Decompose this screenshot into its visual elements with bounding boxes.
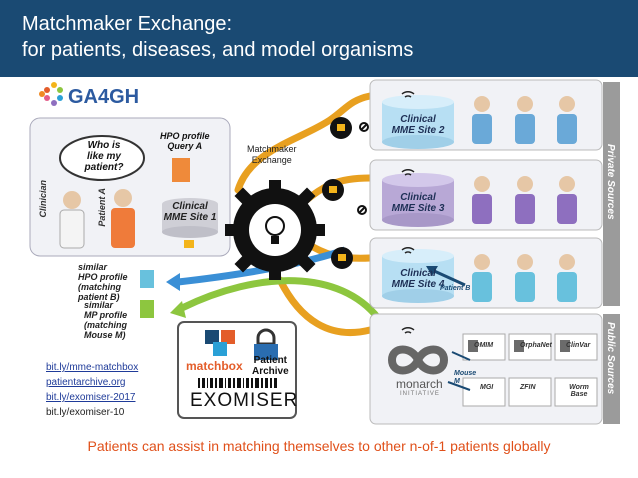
small-gear-icons — [322, 117, 353, 269]
omim-label: OMIM — [474, 342, 494, 349]
exomiser-label: EXOMISER — [190, 390, 299, 411]
blocked-icons — [357, 122, 369, 215]
link-patientarchive[interactable]: patientarchive.org — [46, 377, 126, 388]
zfin-label: ZFIN — [520, 384, 536, 391]
zfin-box — [508, 377, 552, 407]
patient-archive-lock-icon — [254, 328, 278, 360]
arrow-to-public — [276, 276, 374, 337]
barcode-icon — [198, 378, 277, 388]
monarch-subtitle: INITIATIVE — [400, 391, 440, 397]
clinician-avatar — [63, 191, 81, 209]
wormbase-label: Worm Base — [569, 384, 589, 398]
orphanet-label: OrphaNet — [520, 342, 552, 349]
patient-b-label: Patient B — [440, 285, 471, 292]
matchmaker-diagram — [29, 79, 603, 425]
mgi-label: MGI — [480, 384, 494, 391]
arrow-to-site-2 — [234, 92, 374, 194]
hub-gear-icon — [225, 180, 325, 280]
ga4gh-logo-icon — [39, 82, 63, 106]
matchbox-logo-icon — [205, 330, 235, 356]
ga4gh-logo-text: GA4GH — [68, 86, 140, 108]
hpo-document-icon — [140, 270, 154, 288]
patient-figures — [472, 96, 577, 302]
document-icon — [172, 158, 190, 182]
clinvar-label: ClinVar — [566, 342, 591, 349]
footer-caption: Patients can assist in matching themselv… — [87, 438, 551, 454]
speech-bubble — [59, 135, 145, 181]
link-exomiser-2017[interactable]: bit.ly/exomiser-2017 — [46, 392, 136, 403]
title-line-1: Matchmaker Exchange: — [22, 13, 233, 35]
public-sources-sidebar: Public Sources — [603, 314, 620, 424]
wormbase-box — [554, 377, 598, 407]
private-sources-sidebar: Private Sources — [603, 82, 620, 306]
lock-icon — [184, 240, 194, 248]
patient-a-label: Patient A — [97, 188, 107, 227]
mgi-box — [462, 377, 506, 407]
link-mme-matchbox[interactable]: bit.ly/mme-matchbox — [46, 362, 139, 373]
title-line-2: for patients, diseases, and model organi… — [22, 39, 414, 61]
monarch-logo-icon — [387, 345, 449, 375]
mp-document-icon — [140, 300, 154, 318]
wifi-icons — [401, 90, 415, 334]
green-return-arrow — [180, 277, 381, 321]
title-bar: Matchmaker Exchange: for patients, disea… — [0, 0, 638, 77]
clinician-label: Clinician — [38, 180, 48, 218]
matchbox-label: matchbox — [186, 359, 243, 373]
link-exomiser-10: bit.ly/exomiser-10 — [46, 407, 125, 418]
monarch-label: monarch — [396, 377, 443, 391]
